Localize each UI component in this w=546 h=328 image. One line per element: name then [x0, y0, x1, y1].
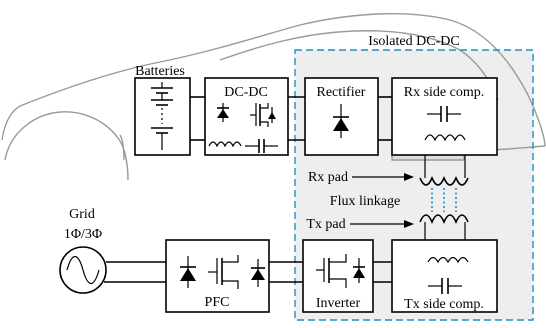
tx-pad-arrow-icon — [404, 220, 414, 228]
rx-inductor-icon — [424, 134, 466, 142]
isolation-boundary — [294, 49, 534, 321]
tx-comp-box — [391, 239, 498, 313]
grid-label: Grid — [69, 207, 95, 222]
tx-inductor-icon — [427, 256, 469, 264]
front-wheel-arch — [4, 111, 129, 181]
tx-pad-coil-icon — [419, 214, 469, 225]
tx-pad-label: Tx pad — [306, 217, 345, 232]
inverter-label: Inverter — [316, 296, 361, 311]
pfc-switch-drain — [222, 255, 239, 263]
pfc-body-diode-icon — [251, 269, 265, 280]
dcdc-inductor-icon — [208, 141, 242, 148]
rectifier-label: Rectifier — [317, 85, 366, 100]
pfc-label: PFC — [205, 295, 230, 310]
inverter-body-diode-icon — [353, 268, 365, 278]
pfc-switch-source — [222, 280, 239, 289]
rectifier-diode-icon — [333, 118, 349, 131]
batteries-label: Batteries — [135, 64, 185, 79]
phase-label: 1Φ/3Φ — [64, 227, 102, 242]
dcdc-switch-drain — [260, 103, 269, 109]
rx-pad-label: Rx pad — [308, 170, 348, 185]
sine-wave-icon — [66, 255, 100, 285]
inverter-switch-drain — [329, 254, 347, 263]
dcdc-label: DC-DC — [224, 85, 268, 100]
rx-pad-coil-icon — [419, 175, 469, 186]
car-body-lower — [119, 134, 125, 161]
rx-pad-arrow-icon — [404, 173, 414, 181]
dcdc-body-diode-icon — [268, 112, 276, 119]
tx-comp-label: Tx side comp. — [404, 297, 484, 312]
rx-comp-label: Rx side comp. — [404, 85, 485, 100]
rx-comp-box — [391, 77, 498, 156]
dcdc-switch-source — [260, 121, 269, 127]
car-outline — [1, 13, 546, 147]
inverter-switch-source — [329, 278, 347, 288]
pfc-diode-icon — [180, 268, 196, 281]
isolated-dcdc-label: Isolated DC-DC — [368, 34, 459, 49]
dcdc-diode-icon — [217, 109, 229, 118]
flux-label: Flux linkage — [330, 194, 400, 209]
car-window — [219, 30, 499, 101]
